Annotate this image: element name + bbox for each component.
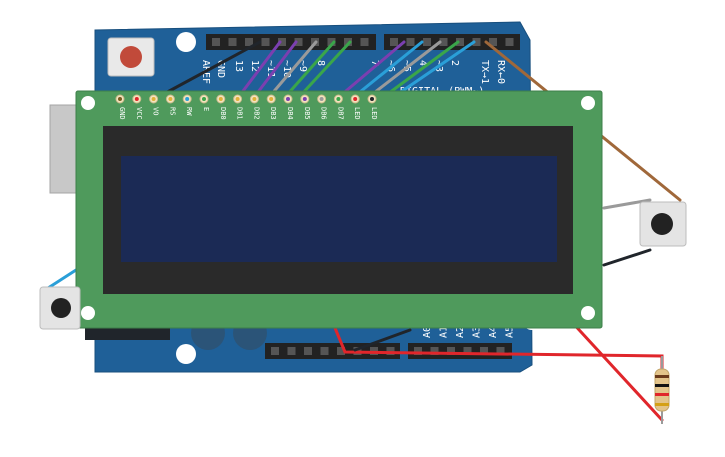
lcd-pin-label: RS <box>168 107 176 115</box>
header-pin <box>337 347 345 355</box>
header-pin <box>327 38 336 46</box>
lcd-pin-label: VCC <box>135 107 143 120</box>
analog-pin-labels: A0 A1 A2 A3 A4 A5 <box>422 326 516 338</box>
digital-pin-label: 12 <box>249 60 260 72</box>
header-pin <box>406 38 415 46</box>
lcd-mount-hole <box>81 96 95 110</box>
header-pin <box>489 38 497 46</box>
lcd-screen <box>121 156 557 262</box>
digital-pin-label: GND <box>215 60 226 78</box>
header-pin <box>423 38 431 46</box>
digital-pin-label: TX→1 <box>479 60 490 84</box>
lcd-pin-wire <box>118 97 122 101</box>
header-pin <box>245 38 253 46</box>
lcd-pin-wire <box>353 97 358 101</box>
header-pin <box>261 38 270 46</box>
lcd-pin-label: LED <box>370 107 378 120</box>
lcd-pin-label: LED <box>353 107 361 120</box>
header-pin <box>212 38 220 46</box>
header-pin <box>390 38 398 46</box>
lcd-pin-row: GND VCC VO RS RW E DB0 DB1 DB2 DB3 DB4 DB5 DB6 DB7 LED… <box>115 94 378 120</box>
header-pin <box>278 38 286 46</box>
digital-pin-label: 8 <box>315 60 326 66</box>
pushbutton-icon[interactable] <box>39 286 81 330</box>
analog-pin-label: A0 <box>422 326 433 338</box>
header-pin <box>480 347 488 355</box>
lcd-pin-label: RW <box>185 107 193 116</box>
analog-header <box>408 343 512 359</box>
header-pin <box>463 347 472 355</box>
lcd-pin-label: DB4 <box>286 107 294 120</box>
digital-pin-label: 13 <box>233 60 244 72</box>
lcd-pin-wire <box>336 97 341 101</box>
lcd-pin-wire <box>235 97 240 101</box>
lcd-pin-label: DB3 <box>269 107 277 120</box>
lcd-pin-wire <box>151 97 156 101</box>
lcd-pin-label: DB5 <box>303 107 311 120</box>
header-pin <box>304 347 312 355</box>
header-pin <box>472 38 481 46</box>
header-pin <box>414 347 422 355</box>
header-pin <box>320 347 329 355</box>
analog-pin-label: A2 <box>455 326 466 338</box>
mount-hole <box>176 344 196 364</box>
usb-connector <box>49 104 79 194</box>
digital-pin-label: ~9 <box>297 60 308 72</box>
lcd-pin-wire <box>302 97 307 101</box>
header-pin <box>294 38 303 46</box>
lcd-pin-wire <box>134 97 139 101</box>
lcd-mount-hole <box>81 306 95 320</box>
pushbutton-icon[interactable] <box>639 201 687 247</box>
lcd-pin-label: VO <box>152 107 160 115</box>
reset-button-icon[interactable] <box>107 37 155 77</box>
resistor-icon <box>654 356 670 424</box>
lcd-pin-wire <box>286 97 290 101</box>
analog-pin-label: A5 <box>505 326 516 338</box>
header-pin <box>439 38 448 46</box>
lcd-mount-hole <box>581 96 595 110</box>
header-pin <box>271 347 279 355</box>
header-pin <box>287 347 296 355</box>
lcd-pin-wire <box>370 97 374 101</box>
lcd-pin-wire <box>185 97 190 101</box>
lcd-pin-label: DB6 <box>320 107 328 120</box>
digital-pin-label: 7 <box>369 60 380 66</box>
header-pin <box>430 347 439 355</box>
analog-pin-label: A3 <box>472 326 483 338</box>
lcd-pin-label: DB1 <box>236 107 244 120</box>
lcd-pin-label: DB2 <box>252 107 260 120</box>
header-pin <box>496 347 505 355</box>
digital-pin-label: ~10 <box>281 60 292 78</box>
lcd-mount-hole <box>581 306 595 320</box>
header-pin <box>505 38 514 46</box>
digital-pin-label: RX←0 <box>495 60 506 84</box>
lcd-pin-label: E <box>202 107 210 111</box>
header-pin <box>228 38 237 46</box>
header-pin <box>456 38 464 46</box>
lcd-pin-label: DB0 <box>219 107 227 120</box>
analog-pin-label: A4 <box>488 326 499 338</box>
mount-hole <box>176 32 196 52</box>
digital-pin-label: 2 <box>449 60 460 66</box>
digital-pin-label: 4 <box>417 60 428 66</box>
lcd-pin-wire <box>269 97 274 101</box>
lcd-pin-wire <box>202 97 206 101</box>
header-pin <box>386 347 395 355</box>
header-pin <box>360 38 369 46</box>
lcd-pin-wire <box>168 97 173 101</box>
lcd-pin-wire <box>252 97 257 101</box>
lcd-pin-label: DB7 <box>336 107 344 120</box>
digital-pin-label: ~11 <box>265 60 276 78</box>
header-pin <box>447 347 455 355</box>
lcd-pin-wire <box>319 97 324 101</box>
analog-pin-label: A1 <box>439 326 450 338</box>
lcd-module: GND VCC VO RS RW E DB0 DB1 DB2 DB3 DB4 DB5 DB6 DB7 LED… <box>75 90 603 329</box>
lcd-pin-wire <box>218 97 223 101</box>
lcd-pin-label: GND <box>118 107 126 120</box>
